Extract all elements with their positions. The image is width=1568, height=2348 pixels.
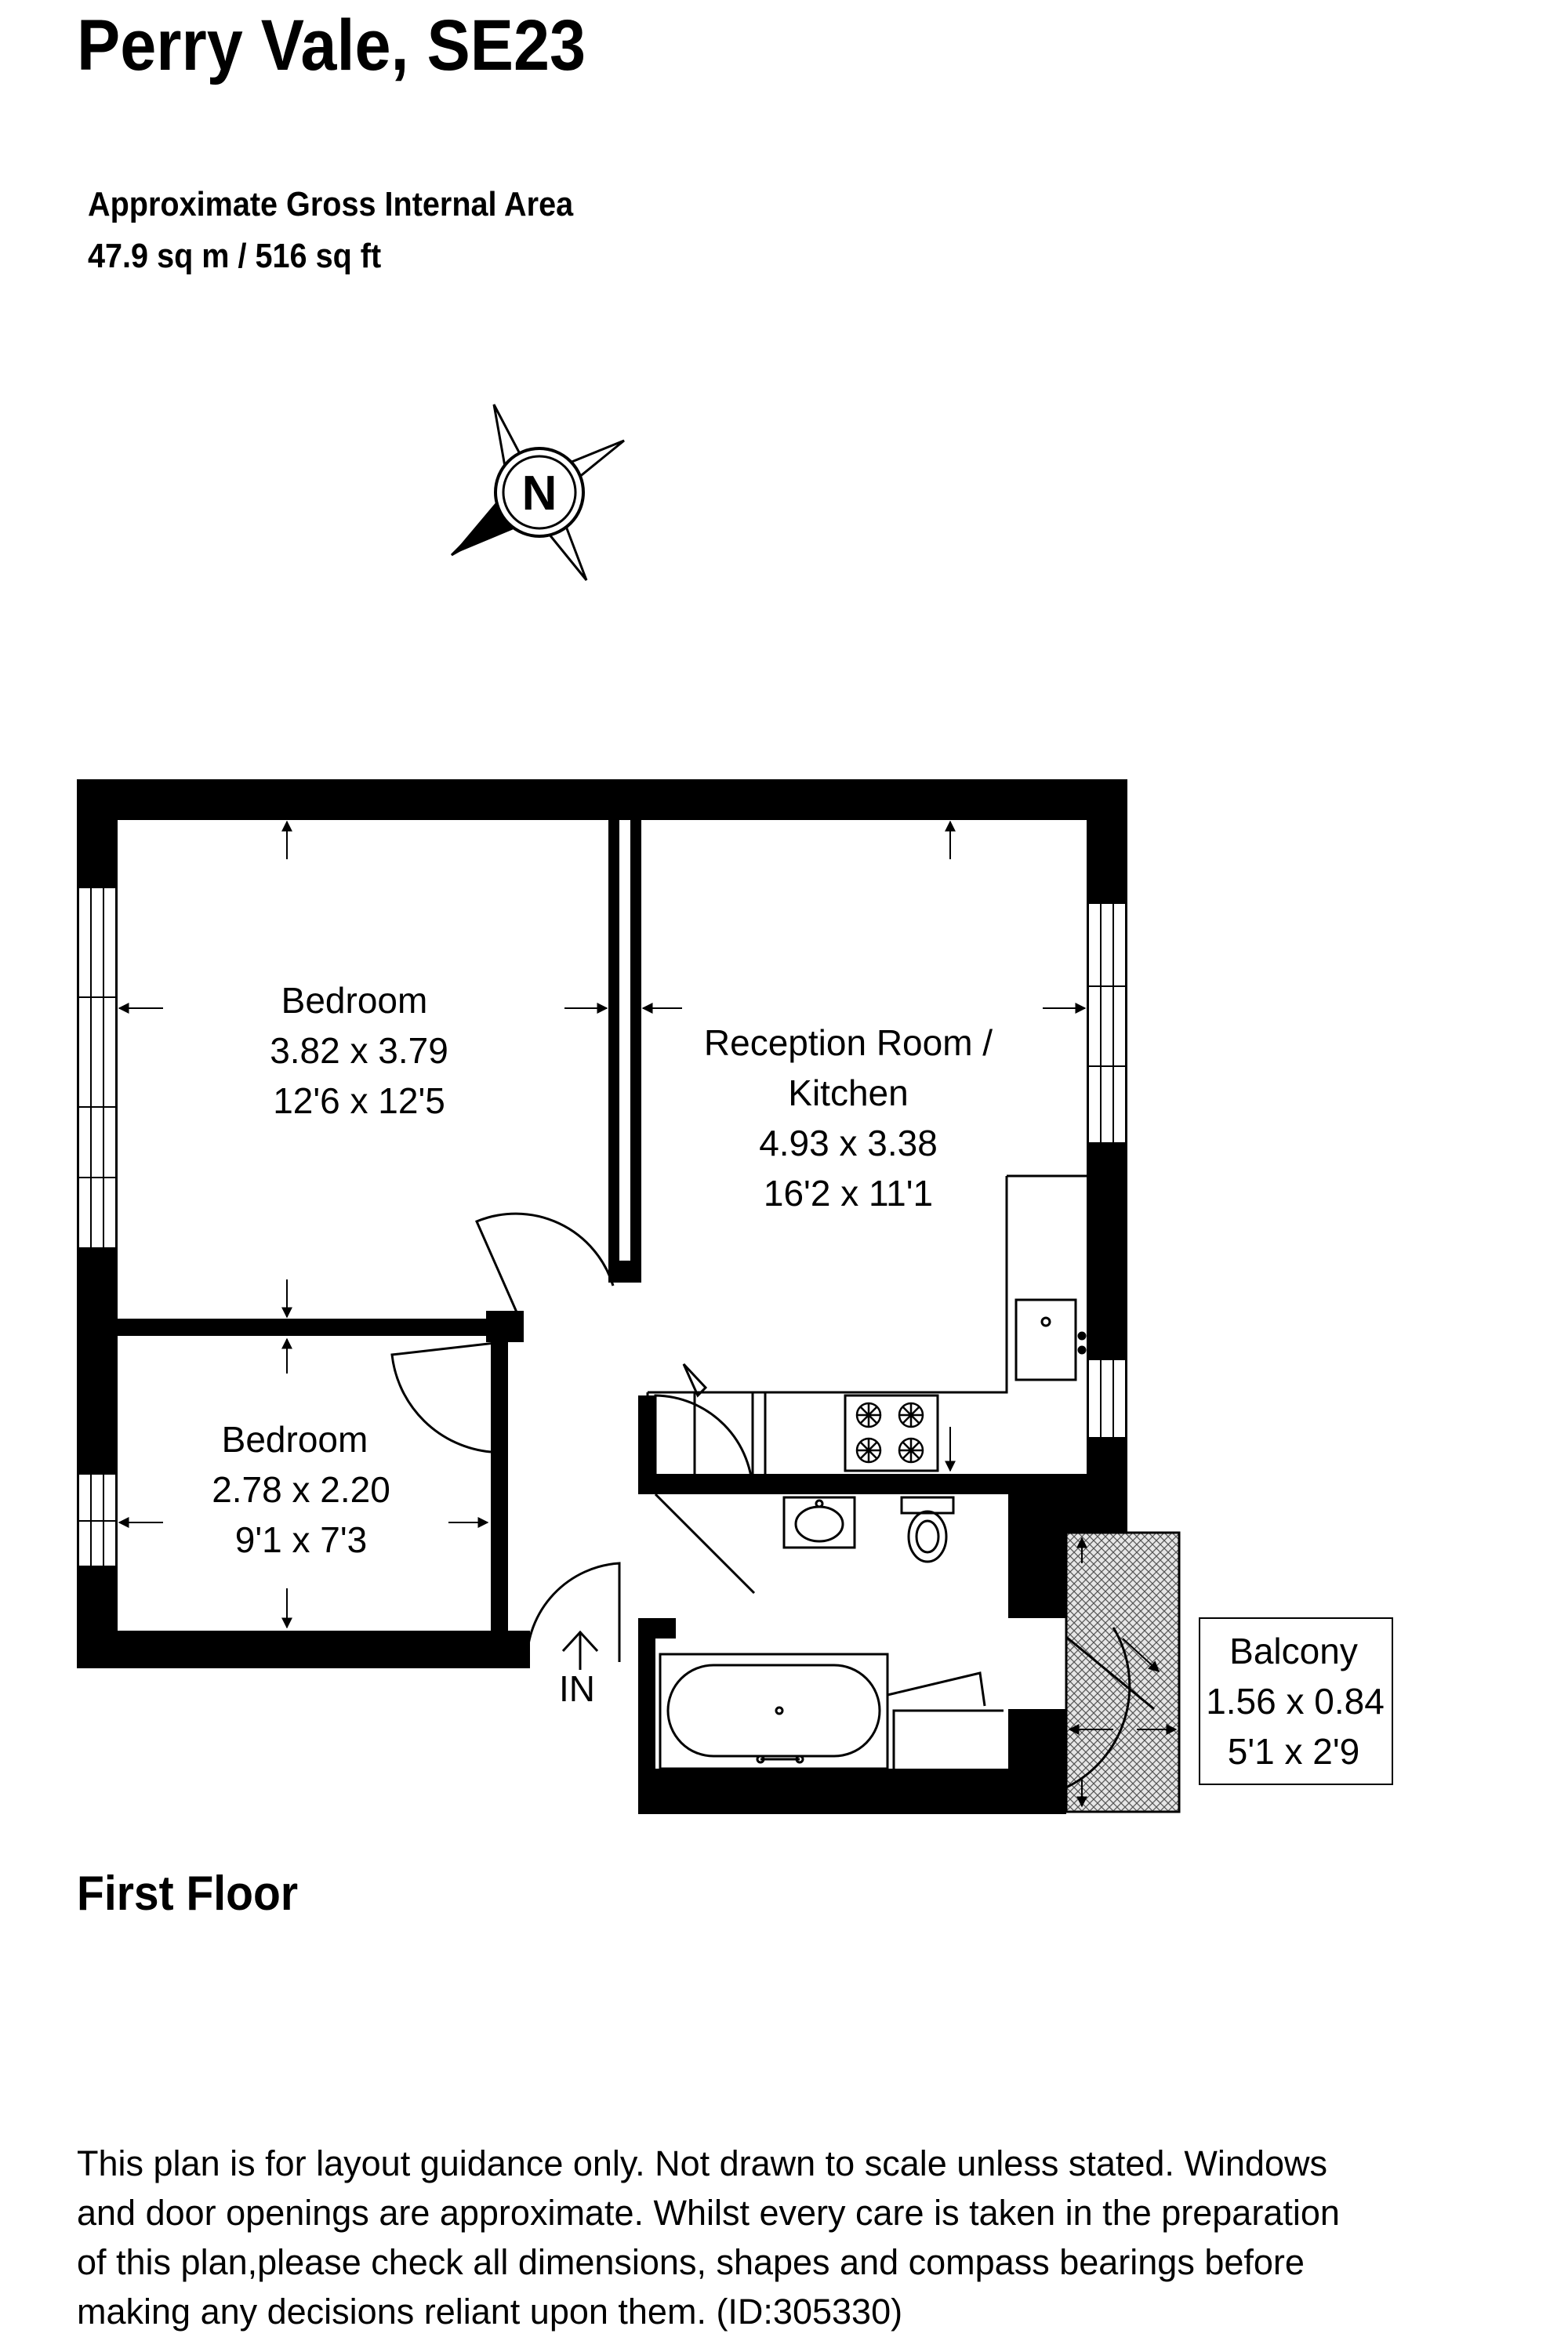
room-imperial: 9'1 x 7'3 xyxy=(235,1519,367,1560)
storage-cupboard xyxy=(887,1671,1004,1769)
room-reception-kitchen: Reception Room / Kitchen 4.93 x 3.38 16'… xyxy=(704,1022,993,1214)
walls xyxy=(77,779,1127,1814)
toilet-icon xyxy=(900,1496,955,1563)
room-name: Bedroom xyxy=(222,1419,368,1460)
room-name: Bedroom xyxy=(281,980,428,1021)
room-name-line2: Kitchen xyxy=(788,1072,908,1113)
room-metric: 2.78 x 2.20 xyxy=(212,1469,390,1510)
room-imperial: 5'1 x 2'9 xyxy=(1228,1731,1359,1772)
entrance-label: IN xyxy=(559,1668,595,1709)
compass-icon: N xyxy=(450,404,625,581)
room-name-line1: Reception Room / xyxy=(704,1022,993,1063)
doors xyxy=(390,1212,1155,1789)
hob-burner-icons xyxy=(855,1402,924,1464)
area-label: Approximate Gross Internal Area xyxy=(88,185,574,223)
floor-label: First Floor xyxy=(77,1867,299,1921)
disclaimer-line: making any decisions reliant upon them. … xyxy=(77,2292,903,2332)
compass-north-label: N xyxy=(522,466,557,521)
washbasin-icon xyxy=(782,1496,856,1549)
dimension-arrows xyxy=(118,820,1178,1808)
balcony-label-box xyxy=(1199,1617,1393,1785)
room-metric: 4.93 x 3.38 xyxy=(759,1123,938,1163)
entrance-arrow-icon xyxy=(561,1630,599,1670)
bathroom-fixtures xyxy=(659,1496,1004,1770)
disclaimer: This plan is for layout guidance only. N… xyxy=(77,2139,1551,2336)
disclaimer-line: This plan is for layout guidance only. N… xyxy=(77,2143,1327,2183)
room-metric: 1.56 x 0.84 xyxy=(1206,1681,1385,1722)
windows xyxy=(78,887,1127,1567)
room-bedroom-1: Bedroom 3.82 x 3.79 12'6 x 12'5 xyxy=(270,980,448,1121)
room-balcony: Balcony 1.56 x 0.84 5'1 x 2'9 xyxy=(1199,1617,1393,1785)
sink-icon xyxy=(1014,1298,1077,1381)
room-imperial: 16'2 x 11'1 xyxy=(764,1173,933,1214)
kitchen-units xyxy=(646,1174,1087,1474)
area-value: 47.9 sq m / 516 sq ft xyxy=(88,237,382,275)
room-metric: 3.82 x 3.79 xyxy=(270,1030,448,1071)
bathtub-icon xyxy=(659,1653,889,1770)
disclaimer-line: of this plan,please check all dimensions… xyxy=(77,2242,1305,2282)
balcony-area xyxy=(1065,1531,1181,1813)
room-imperial: 12'6 x 12'5 xyxy=(273,1080,445,1121)
hob-icon xyxy=(844,1394,939,1472)
room-bedroom-2: Bedroom 2.78 x 2.20 9'1 x 7'3 xyxy=(212,1419,390,1560)
room-name: Balcony xyxy=(1229,1631,1358,1671)
page-title: Perry Vale, SE23 xyxy=(77,5,586,85)
disclaimer-line: and door openings are approximate. Whils… xyxy=(77,2193,1340,2233)
area-summary: Approximate Gross Internal Area 47.9 sq … xyxy=(88,179,573,282)
